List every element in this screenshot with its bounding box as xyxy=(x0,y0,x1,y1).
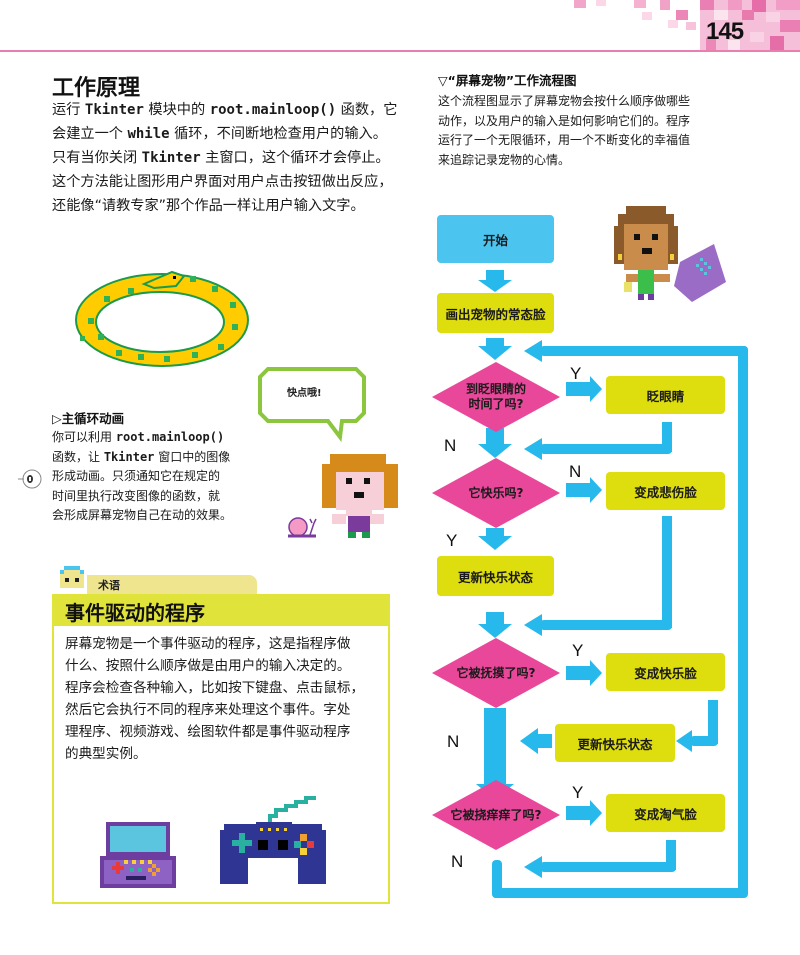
eye-margin-icon xyxy=(18,469,42,489)
decision-tickled-label: 它被挠痒痒了吗? xyxy=(450,807,542,822)
label-tickled-yes: Y xyxy=(572,783,584,802)
girl-orange-hair-illustration xyxy=(322,454,398,538)
flowchart-blink: 眨眼睛 xyxy=(606,376,725,414)
term-tab xyxy=(87,575,257,595)
game-controller-icon xyxy=(220,796,326,884)
term-body-line: 程序会检查各种输入，比如按下键盘、点击鼠标， xyxy=(65,680,365,696)
flowchart-update-happiness-2: 更新快乐状态 xyxy=(555,724,675,762)
label-blink-yes: Y xyxy=(570,364,582,383)
label-happy-yes: Y xyxy=(446,531,458,550)
mainloop-line: 会形成屏幕宠物自己在动的效果。 xyxy=(52,508,233,522)
decision-blink-label: 到眨眼睛的 时间了吗? xyxy=(465,382,526,411)
snail-illustration xyxy=(288,517,317,538)
term-tab-label: 术语 xyxy=(98,579,120,592)
flowchart-decision-happy: 它快乐吗? xyxy=(432,458,560,528)
mainloop-line: 你可以利用 root.mainloop() xyxy=(52,430,225,444)
label-petted-yes: Y xyxy=(572,641,584,660)
term-body-line: 什么、按照什么顺序做是由用户的输入决定的。 xyxy=(65,658,351,674)
flowchart-desc-line: 运行了一个无限循环，用一个不断变化的幸福值 xyxy=(438,133,691,147)
flowchart-decision-tickled: 它被挠痒痒了吗? xyxy=(432,780,560,850)
flowchart-update-happiness-1: 更新快乐状态 xyxy=(437,556,554,596)
flowchart-cheeky-face: 变成淘气脸 xyxy=(606,794,725,832)
term-body: 屏幕宠物是一个事件驱动的程序，这是指程序做 什么、按照什么顺序做是由用户的输入决… xyxy=(65,633,383,765)
intro-paragraph: 运行 Tkinter 模块中的 root.mainloop() 函数，它 会建立… xyxy=(52,98,422,218)
handheld-console-icon xyxy=(100,822,176,888)
mainloop-line: 时间里执行改变图像的函数，就 xyxy=(52,488,221,503)
term-body-line: 理程序、视频游戏、绘图软件都是事件驱动程序 xyxy=(65,724,351,740)
header-rule xyxy=(0,50,800,52)
intro-line: 这个方法能让图形用户界面对用户点击按钮做出反应， xyxy=(52,174,393,190)
term-body-line: 的典型实例。 xyxy=(65,746,147,762)
flowchart-desc-line: 这个流程图显示了屏幕宠物会按什么顺序做哪些 xyxy=(438,94,691,108)
flowchart-heading: ▽“屏幕宠物”工作流程图 xyxy=(438,73,577,88)
speech-bubble xyxy=(258,367,366,443)
page-number: 145 xyxy=(706,18,744,45)
flowchart-desc-line: 动作，以及用户的输入是如何影响它们的。程序 xyxy=(438,113,691,128)
flowchart-decision-blink: 到眨眼睛的 时间了吗? xyxy=(432,362,560,432)
flowchart-description: 这个流程图显示了屏幕宠物会按什么顺序做哪些 动作，以及用户的输入是如何影响它们的… xyxy=(438,92,738,170)
decision-happy-label: 它快乐吗? xyxy=(468,485,524,500)
term-body-line: 然后它会执行不同的程序来处理这个事件。字处 xyxy=(65,702,351,718)
flowchart-decision-petted: 它被抚摸了吗? xyxy=(432,638,560,708)
flowchart-draw-normal-face: 画出宠物的常态脸 xyxy=(437,293,554,333)
label-blink-no: N xyxy=(444,436,457,455)
decision-petted-label: 它被抚摸了吗? xyxy=(456,665,536,680)
intro-line: 只有当你关闭 Tkinter 主窗口，这个循环才会停止。 xyxy=(52,150,390,166)
mainloop-heading: ▷主循环动画 xyxy=(52,411,125,426)
intro-line: 会建立一个 while 循环，不间断地检查用户的输入。 xyxy=(52,126,387,142)
term-title-bar xyxy=(52,594,390,626)
intro-line: 运行 Tkinter 模块中的 root.mainloop() 函数，它 xyxy=(52,102,398,118)
flowchart-connectors xyxy=(476,270,748,898)
label-happy-no: N xyxy=(569,462,582,481)
flowchart-start: 开始 xyxy=(437,215,554,263)
intro-line: 还能像“请教专家”那个作品一样让用户输入文字。 xyxy=(52,198,365,214)
flowchart-happy-face: 变成快乐脸 xyxy=(606,653,725,691)
term-body-line: 屏幕宠物是一个事件驱动的程序，这是指程序做 xyxy=(65,636,351,652)
term-mascot-icon xyxy=(60,566,84,588)
label-petted-no: N xyxy=(447,732,460,751)
speech-bubble-text: 快点哦! xyxy=(287,388,322,399)
flowchart-sad-face: 变成悲伤脸 xyxy=(606,472,725,510)
label-tickled-no: N xyxy=(451,852,464,871)
mainloop-paragraph: 你可以利用 root.mainloop() 函数，让 Tkinter 窗口中的图… xyxy=(52,428,247,526)
snake-illustration xyxy=(75,270,249,367)
section-title: 工作原理 xyxy=(52,76,141,101)
mainloop-line: 形成动画。只须通知它在规定的 xyxy=(52,469,221,483)
term-title: 事件驱动的程序 xyxy=(65,601,205,625)
girl-with-pillow-illustration xyxy=(614,206,726,302)
flowchart-desc-line: 来追踪记录宠物的心情。 xyxy=(438,152,571,167)
mainloop-line: 函数，让 Tkinter 窗口中的图像 xyxy=(52,449,231,464)
